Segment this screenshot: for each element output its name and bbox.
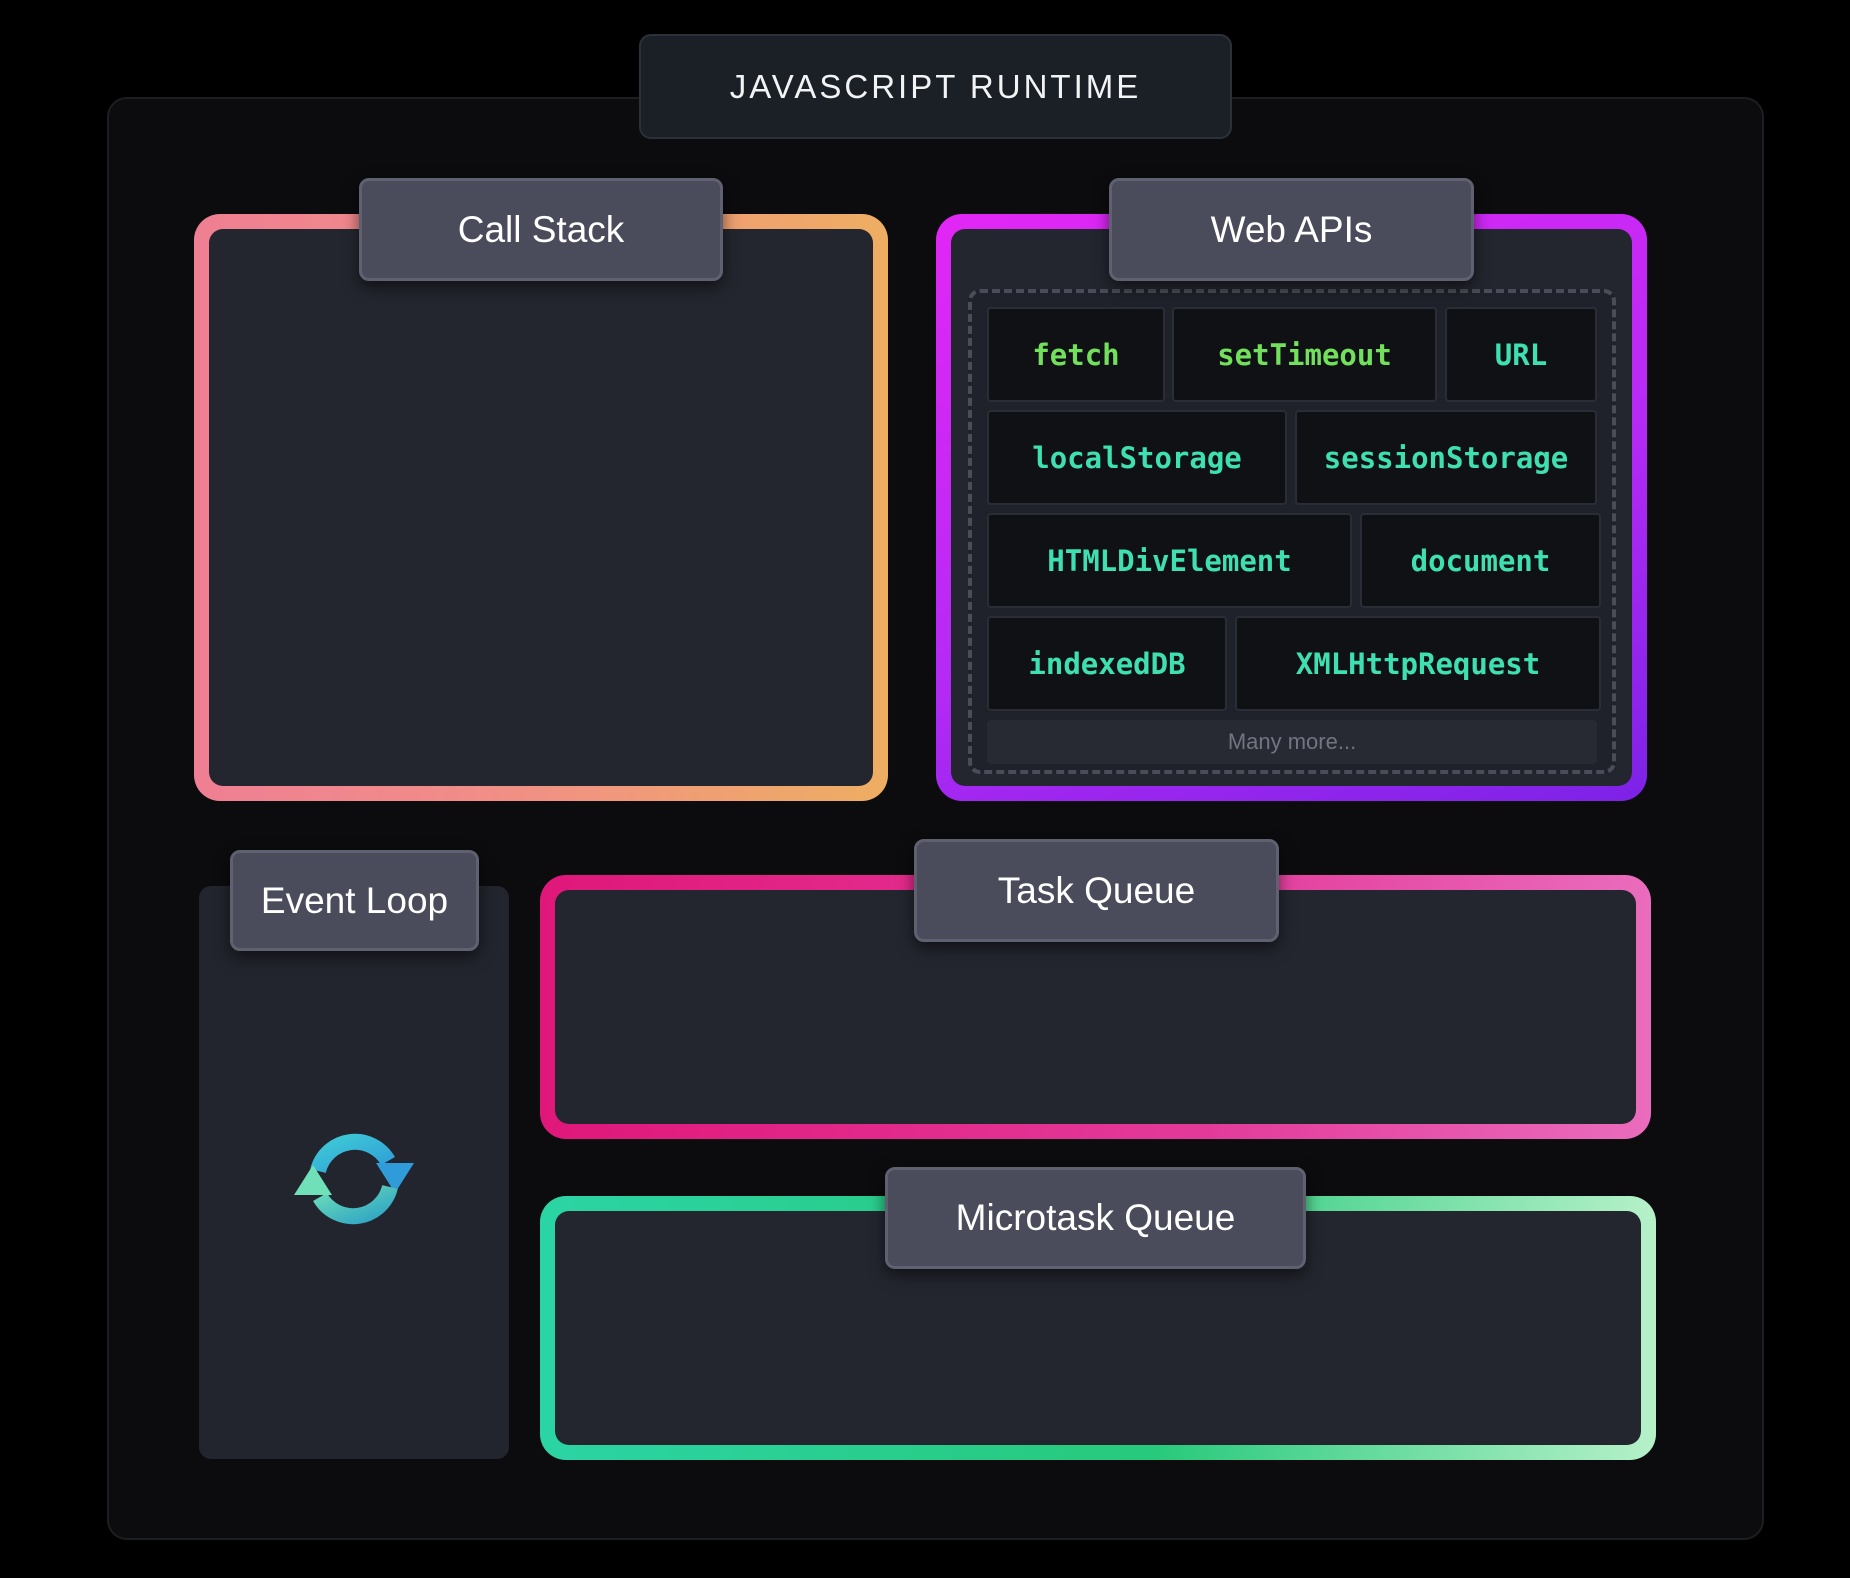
call-stack-area [209,229,873,786]
call-stack-label: Call Stack [359,178,723,281]
runtime-title: JAVASCRIPT RUNTIME [639,34,1232,139]
web-apis-label: Web APIs [1109,178,1474,281]
api-settimeout: setTimeout [1172,307,1437,402]
task-queue-label: Task Queue [914,839,1279,942]
api-htmldivelement: HTMLDivElement [987,513,1352,608]
call-stack-panel [194,214,888,801]
event-loop-label: Event Loop [230,850,479,951]
refresh-icon [288,1113,420,1245]
api-xmlhttprequest: XMLHttpRequest [1235,616,1601,711]
api-indexeddb: indexedDB [987,616,1227,711]
microtask-queue-label: Microtask Queue [885,1167,1306,1269]
api-document: document [1360,513,1601,608]
many-more-note: Many more... [987,720,1597,764]
api-url: URL [1445,307,1597,402]
api-sessionstorage: sessionStorage [1295,410,1597,505]
event-loop-panel [199,886,509,1459]
api-localstorage: localStorage [987,410,1287,505]
api-fetch: fetch [987,307,1165,402]
task-queue-panel [540,875,1651,1139]
